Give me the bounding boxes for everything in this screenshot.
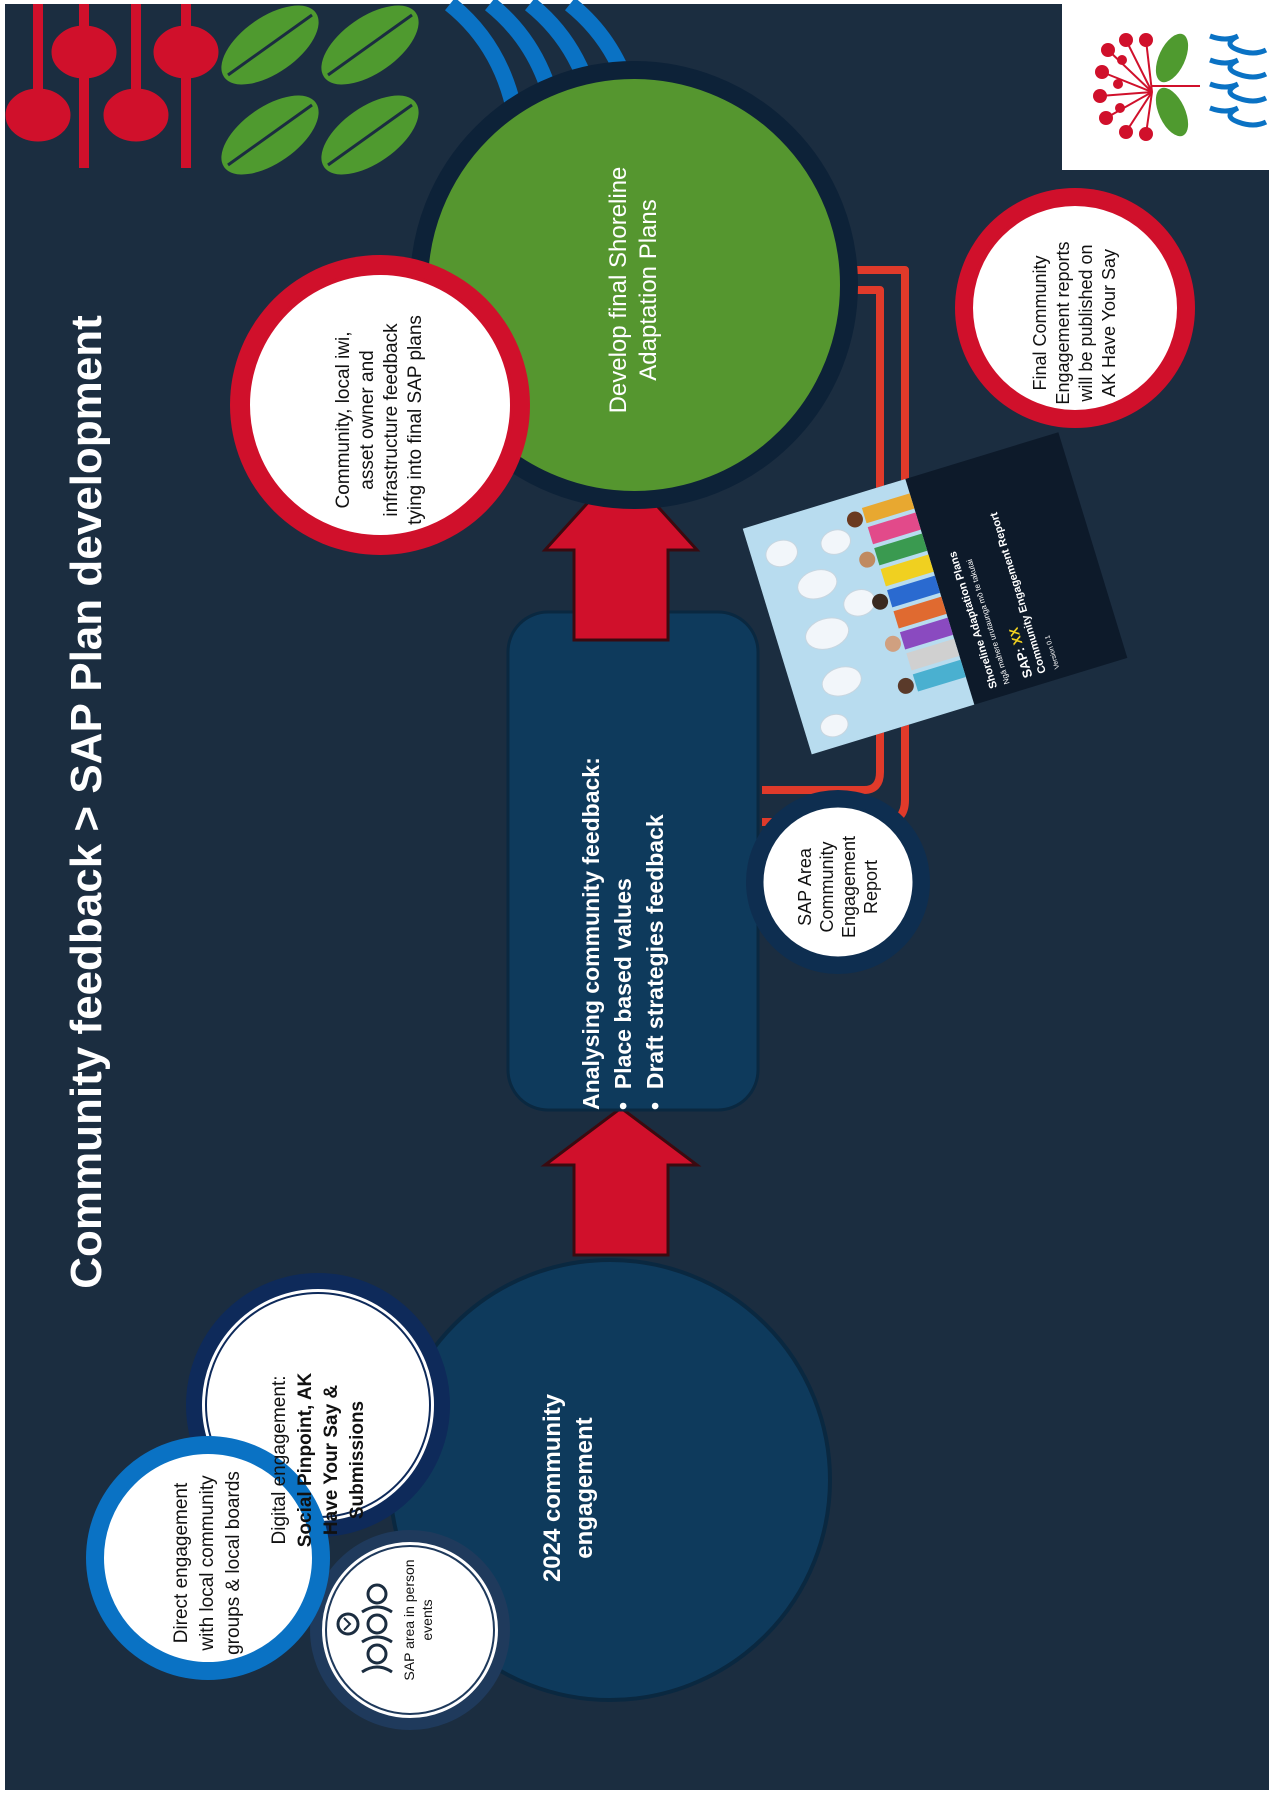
direct-engagement-inner bbox=[100, 1450, 316, 1666]
engagement-main-label: 2024 community engagement bbox=[539, 1393, 598, 1583]
arrow-engagement-to-analysis bbox=[540, 1106, 702, 1257]
in-person-circle bbox=[310, 1530, 510, 1730]
final-plans-label: Develop final Shoreline Adaptation Plans bbox=[605, 166, 662, 414]
published-label: Final Community Engagement reports will … bbox=[1030, 241, 1119, 405]
people-icon bbox=[336, 1583, 393, 1674]
council-logo-icon bbox=[1093, 33, 1268, 141]
report-circle-label: SAP Area Community Engagement Report bbox=[795, 835, 881, 939]
feedback-tying-inner bbox=[246, 271, 514, 539]
arrow-analysis-to-plans bbox=[541, 463, 701, 642]
report-cover-image bbox=[742, 432, 1128, 755]
published-inner bbox=[969, 202, 1181, 414]
analysis-bullet-values-text: Place based values bbox=[610, 878, 636, 1090]
direct-engagement-label: Direct engagement with local community g… bbox=[171, 1471, 244, 1655]
feedback-tying-label: Community, local iwi, asset owner and in… bbox=[333, 315, 426, 525]
analysis-bullet-draft: • Draft strategies feedback bbox=[642, 814, 668, 1110]
page-title: Community feedback > SAP Plan developmen… bbox=[62, 315, 111, 1289]
decor-red-stems bbox=[5, 4, 219, 168]
in-person-inner-ring bbox=[325, 1545, 495, 1715]
in-person-label: SAP area in person events bbox=[401, 1559, 435, 1681]
speech-bubbles bbox=[765, 529, 876, 738]
analysis-bullet-values: • Place based values bbox=[610, 878, 636, 1110]
report-circle-inner bbox=[760, 804, 916, 960]
digital-engagement-text: Digital engagement: Social Pinpoint, AK … bbox=[267, 1355, 371, 1565]
analysis-text: Analysing community feedback: • Place ba… bbox=[575, 640, 685, 1110]
decor-leaf-veins bbox=[227, 13, 413, 167]
digital-engagement-channels: Social Pinpoint, AK Have Your Say & Subm… bbox=[295, 1372, 368, 1548]
analysis-heading: Analysing community feedback: bbox=[578, 757, 604, 1110]
analysis-bullet-draft-text: Draft strategies feedback bbox=[642, 814, 668, 1090]
crowd-figures bbox=[846, 493, 966, 694]
